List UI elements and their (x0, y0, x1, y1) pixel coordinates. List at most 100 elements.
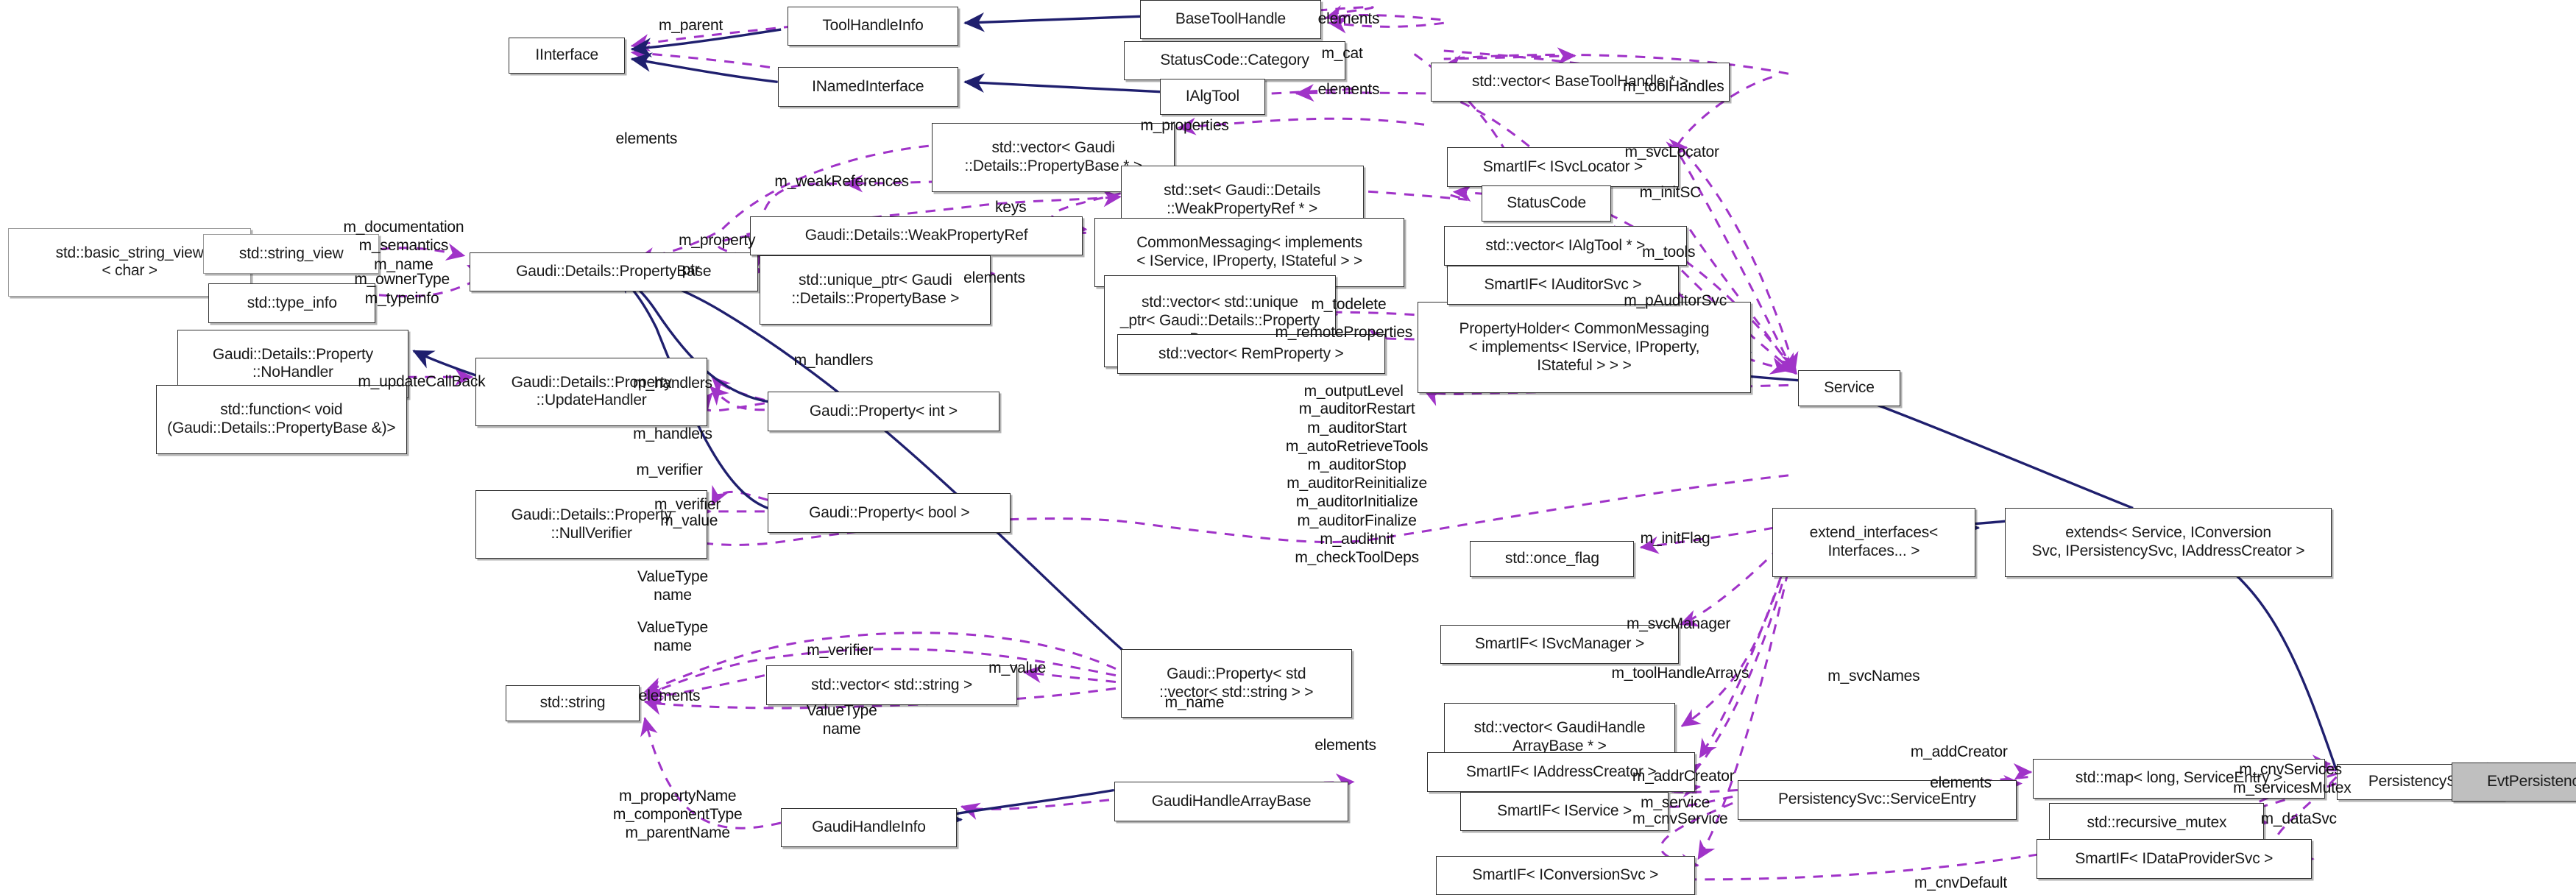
edge-label: m_pAuditorSvc (1624, 292, 1727, 310)
edge-label: m_svcLocator (1624, 143, 1719, 160)
edge-label: m_updateCallBack (358, 372, 486, 390)
edge-label: m_toolHandles (1623, 77, 1724, 95)
edge-label: m_dataSvc (2260, 810, 2337, 828)
edge-label: m_verifier (807, 641, 874, 659)
class-node-serviceentry[interactable]: PersistencySvc::ServiceEntry (1737, 780, 2017, 820)
class-node-statuscode[interactable]: StatusCode (1482, 185, 1612, 222)
class-node-prop_int[interactable]: Gaudi::Property< int > (768, 392, 999, 431)
class-node-vector_string[interactable]: std::vector< std::string > (766, 665, 1018, 705)
class-node-label: extend_interfaces< Interfaces... > (1809, 524, 1939, 560)
class-node-label: GaudiHandleInfo (812, 818, 926, 836)
class-node-prop_bool[interactable]: Gaudi::Property< bool > (768, 493, 1011, 533)
class-node-label: Gaudi::Details::PropertyBase (516, 263, 712, 280)
class-node-smartif_iauditorsvc[interactable]: SmartIF< IAuditorSvc > (1447, 265, 1679, 305)
class-node-once_flag[interactable]: std::once_flag (1470, 540, 1635, 577)
class-node-label: EvtPersistencySvc (2487, 772, 2576, 790)
class-node-label: SmartIF< IDataProviderSvc > (2075, 849, 2274, 867)
class-node-label: SmartIF< IService > (1497, 802, 1632, 820)
class-node-commonmessaging[interactable]: CommonMessaging< implements < IService, … (1094, 218, 1405, 287)
class-node-iinterface[interactable]: IInterface (509, 38, 626, 74)
class-node-label: std::string_view (238, 244, 344, 262)
edge-label: elements (1930, 774, 1992, 792)
edge-label: m_weakReferences (774, 172, 909, 190)
class-node-recursive_mutex[interactable]: std::recursive_mutex (2049, 803, 2265, 843)
edge-label: ValueType name (637, 618, 708, 654)
class-node-label: SmartIF< ISvcManager > (1474, 634, 1645, 652)
class-node-gaudihandleinfo[interactable]: GaudiHandleInfo (781, 807, 957, 848)
class-node-service[interactable]: Service (1798, 370, 1900, 407)
class-node-smartif_iaddresscreator[interactable]: SmartIF< IAddressCreator > (1427, 752, 1695, 792)
edge-label: m_verifier (654, 495, 721, 513)
class-node-label: std::vector< IAlgTool * > (1485, 236, 1646, 254)
class-node-statuscode_category[interactable]: StatusCode::Category (1124, 40, 1346, 81)
class-node-toolhandleinfo[interactable]: ToolHandleInfo (788, 6, 958, 46)
class-node-vector_pb_ptr[interactable]: std::vector< Gaudi ::Details::PropertyBa… (932, 123, 1175, 192)
edge-label: m_properties (1140, 117, 1229, 135)
edge-label: m_verifier (636, 461, 703, 478)
class-node-smartif_iservice[interactable]: SmartIF< IService > (1460, 791, 1669, 832)
class-node-smartif_iconversionsvc[interactable]: SmartIF< IConversionSvc > (1435, 855, 1695, 895)
class-node-vector_ialgtool[interactable]: std::vector< IAlgTool * > (1443, 226, 1687, 266)
class-node-label: extends< Service, IConversion Svc, IPers… (2031, 524, 2305, 560)
class-node-label: Gaudi::Details::Property ::UpdateHandler (511, 373, 672, 409)
class-node-label: StatusCode (1507, 194, 1586, 211)
class-node-label: std::function< void (Gaudi::Details::Pro… (167, 401, 396, 437)
class-node-nullverifier[interactable]: Gaudi::Details::Property ::NullVerifier (475, 489, 707, 559)
edge-label: elements (615, 130, 678, 147)
class-node-label: std::type_info (247, 294, 337, 311)
class-node-label: std::map< long, ServiceEntry > (2075, 769, 2283, 787)
class-node-vector_remproperty[interactable]: std::vector< RemProperty > (1117, 334, 1385, 374)
class-node-label: PropertyHolder< CommonMessaging < implem… (1459, 319, 1710, 374)
class-node-label: Gaudi::Details::Property ::NoHandler (212, 345, 373, 381)
class-node-label: GaudiHandleArrayBase (1151, 792, 1312, 810)
class-node-stdfunction[interactable]: std::function< void (Gaudi::Details::Pro… (155, 385, 407, 454)
edge-label: elements (963, 269, 1025, 287)
class-node-weakpropertyref[interactable]: Gaudi::Details::WeakPropertyRef (749, 216, 1083, 256)
edge-label: m_addrCreator (1632, 768, 1735, 785)
edge-label: m_todelete (1311, 295, 1387, 313)
class-node-extends_service[interactable]: extends< Service, IConversion Svc, IPers… (2005, 508, 2332, 577)
class-node-evtpersistencysvc[interactable]: EvtPersistencySvc (2451, 762, 2576, 802)
class-node-map_serviceentry[interactable]: std::map< long, ServiceEntry > (2033, 759, 2325, 799)
edge-label: m_auditorRestart m_auditorStart m_autoRe… (1285, 400, 1429, 566)
class-node-smartif_isvcmanager[interactable]: SmartIF< ISvcManager > (1440, 624, 1679, 664)
class-node-label: BaseToolHandle (1175, 10, 1287, 28)
edge-label: elements (1314, 736, 1376, 754)
class-node-label: std::vector< Gaudi ::Details::PropertyBa… (964, 139, 1142, 174)
class-node-stdstring[interactable]: std::string (505, 684, 640, 721)
class-node-label: Gaudi::Property< int > (809, 402, 958, 420)
class-node-label: CommonMessaging< implements < IService, … (1136, 234, 1363, 269)
class-node-smartif_isvclocator[interactable]: SmartIF< ISvcLocator > (1447, 147, 1679, 187)
class-node-vector_basetoolhandle[interactable]: std::vector< BaseToolHandle * > (1430, 62, 1730, 102)
class-node-basetoolhandle[interactable]: BaseToolHandle (1140, 0, 1321, 40)
class-node-gaudihandlearraybase[interactable]: GaudiHandleArrayBase (1114, 782, 1349, 821)
class-node-label: Gaudi::Property< std ::vector< std::stri… (1159, 665, 1314, 701)
class-node-label: INamedInterface (812, 77, 924, 95)
class-node-label: Gaudi::Details::Property ::NullVerifier (511, 506, 672, 542)
class-node-prop_vec_string[interactable]: Gaudi::Property< std ::vector< std::stri… (1120, 648, 1352, 718)
class-node-type_info[interactable]: std::type_info (208, 283, 376, 323)
class-node-propertybase[interactable]: Gaudi::Details::PropertyBase (469, 252, 758, 292)
edge-label: m_handlers (793, 351, 874, 369)
class-node-label: std::string (539, 694, 606, 712)
class-node-label: IInterface (535, 46, 598, 64)
class-node-string_view[interactable]: std::string_view (203, 234, 379, 274)
class-node-smartif_idataprovidersvc[interactable]: SmartIF< IDataProviderSvc > (2036, 839, 2313, 879)
class-node-label: std::unique_ptr< Gaudi ::Details::Proper… (791, 272, 960, 308)
edge-label: m_svcNames (1827, 668, 1920, 685)
edge-label: m_toolHandleArrays (1611, 664, 1749, 682)
class-node-label: IAlgTool (1185, 88, 1239, 105)
class-node-unique_ptr_pb[interactable]: std::unique_ptr< Gaudi ::Details::Proper… (760, 255, 991, 325)
edge-label: m_value (660, 512, 718, 529)
class-node-label: std::vector< std::string > (811, 676, 973, 693)
class-node-updatehandler[interactable]: Gaudi::Details::Property ::UpdateHandler (475, 357, 707, 427)
class-node-label: std::set< Gaudi::Details ::WeakPropertyR… (1164, 181, 1321, 217)
class-node-propertyholder[interactable]: PropertyHolder< CommonMessaging < implem… (1418, 301, 1751, 394)
class-node-label: PersistencySvc::ServiceEntry (1777, 790, 1976, 808)
edge-label: m_documentation m_semantics m_name (343, 219, 464, 273)
class-node-ialgtool[interactable]: IAlgTool (1160, 78, 1265, 115)
class-node-inamedinterface[interactable]: INamedInterface (777, 67, 958, 107)
class-node-extend_interfaces[interactable]: extend_interfaces< Interfaces... > (1772, 508, 1976, 577)
edge-label: m_service (1641, 793, 1710, 811)
